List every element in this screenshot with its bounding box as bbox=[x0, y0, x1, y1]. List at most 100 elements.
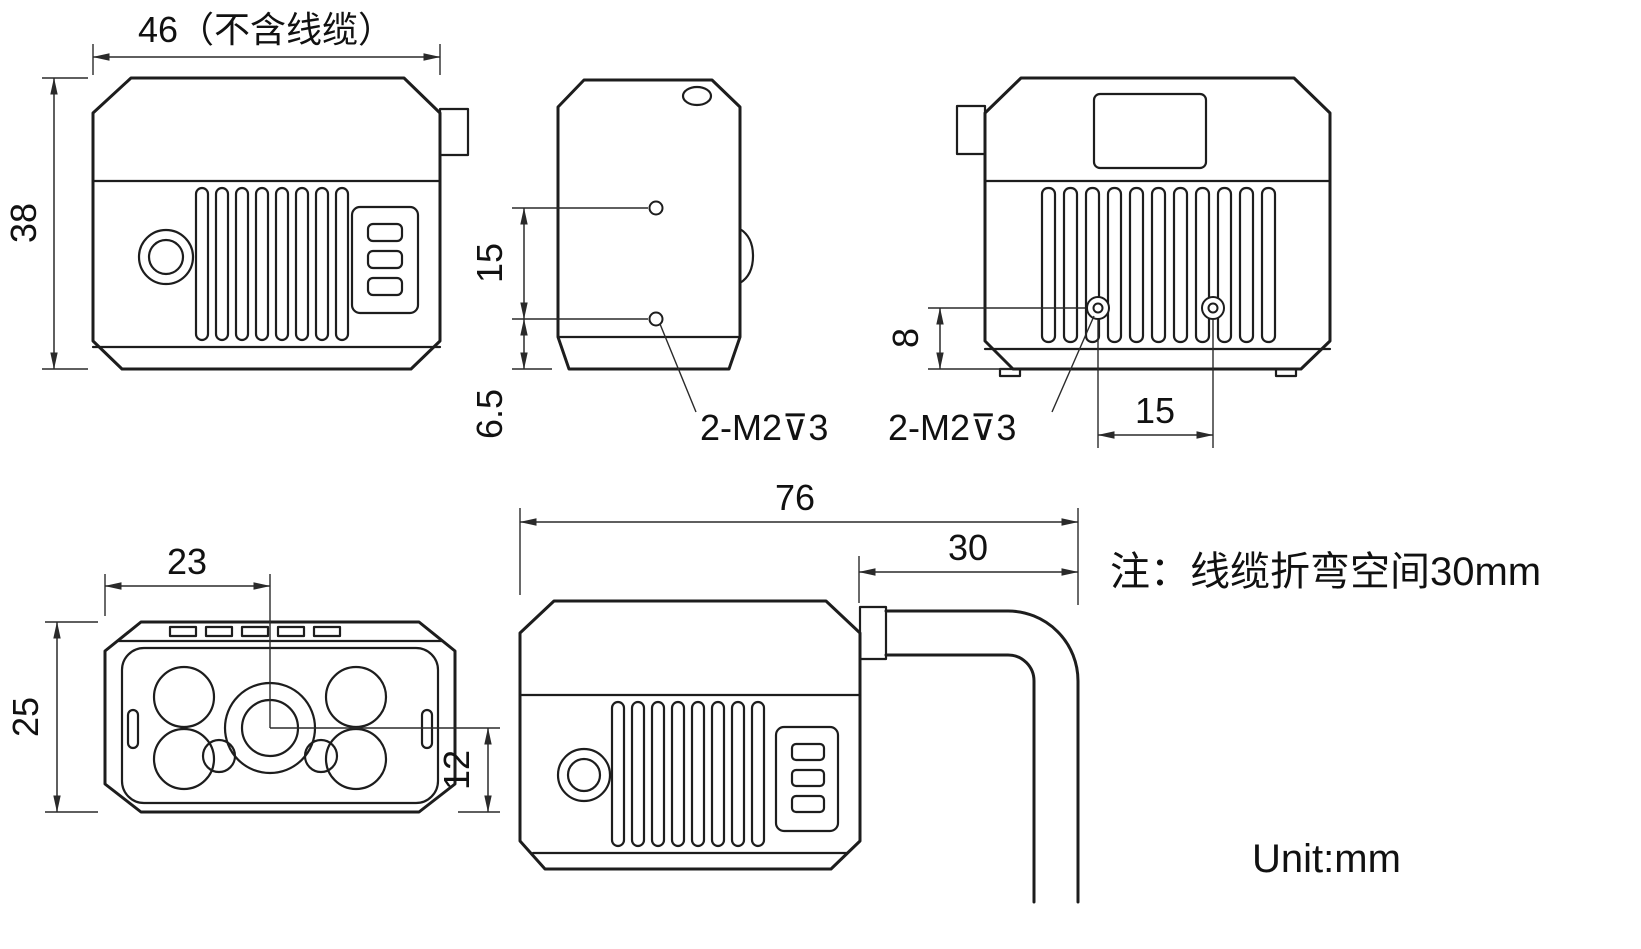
vent-slot bbox=[1128, 186, 1145, 344]
vent-slot bbox=[1238, 186, 1255, 344]
dim-width-label: 46（不含线缆） bbox=[138, 9, 394, 50]
illuminator-led bbox=[324, 727, 388, 791]
indicator-windows bbox=[168, 625, 342, 638]
dim-hole-spacing-label: 15 bbox=[1135, 390, 1175, 431]
unit-label: Unit:mm bbox=[1252, 837, 1401, 881]
foot bbox=[998, 367, 1022, 378]
housing-outline bbox=[983, 76, 1332, 371]
notes: 注：线缆折弯空间30mm Unit:mm bbox=[1110, 550, 1541, 881]
dim-face-height-label: 25 bbox=[5, 697, 46, 737]
vent-slot bbox=[1084, 186, 1101, 344]
thumbscrew-inner bbox=[566, 757, 602, 793]
view-top: 15 6.5 2-M2⊽3 bbox=[469, 78, 828, 448]
illuminator-led bbox=[324, 665, 388, 729]
thread-callout: 2-M2⊽3 bbox=[888, 407, 1016, 448]
thumbscrew-outer bbox=[556, 747, 612, 803]
dim-bend-space-label: 30 bbox=[948, 527, 988, 568]
mount-hole bbox=[648, 200, 664, 216]
mount-hole-center bbox=[1092, 302, 1104, 314]
dim-lens-x-label: 23 bbox=[167, 541, 207, 582]
fin bbox=[630, 700, 646, 848]
housing-outline bbox=[91, 76, 442, 371]
thread-callout: 2-M2⊽3 bbox=[700, 407, 828, 448]
mount-hole-center bbox=[1207, 302, 1219, 314]
connector-slot bbox=[366, 276, 404, 297]
dim-height-label: 38 bbox=[3, 203, 44, 243]
side-slot bbox=[420, 708, 434, 750]
connector-slot bbox=[790, 742, 826, 762]
vent-slot bbox=[1216, 186, 1233, 344]
illuminator-led bbox=[152, 727, 216, 791]
rear-window bbox=[1092, 92, 1208, 170]
top-port-hole bbox=[681, 85, 713, 107]
fin bbox=[214, 186, 230, 342]
vent-slot bbox=[1172, 186, 1189, 344]
housing-outline bbox=[518, 599, 862, 871]
vent-slot bbox=[1062, 186, 1079, 344]
indicator-window bbox=[276, 625, 306, 638]
leader-line bbox=[659, 323, 697, 413]
fin bbox=[710, 700, 726, 848]
connector-slot bbox=[366, 249, 404, 270]
thumbscrew-outer bbox=[137, 228, 195, 286]
cable-bend-note: 注：线缆折弯空间30mm bbox=[1110, 550, 1541, 594]
dim-hole-bottom-label: 8 bbox=[885, 328, 926, 348]
vent-slots bbox=[1040, 186, 1277, 344]
vent-slot bbox=[1194, 186, 1211, 344]
foot bbox=[1274, 367, 1298, 378]
fin bbox=[690, 700, 706, 848]
fin bbox=[274, 186, 290, 342]
vent-slot bbox=[1150, 186, 1167, 344]
vent-slot bbox=[1040, 186, 1057, 344]
fin bbox=[194, 186, 210, 342]
cable-inner-edge bbox=[884, 653, 1036, 904]
vent-slot bbox=[1260, 186, 1277, 344]
connector-slot bbox=[790, 768, 826, 788]
vent-slot bbox=[1106, 186, 1123, 344]
fin bbox=[670, 700, 686, 848]
dim-total-length-label: 76 bbox=[775, 477, 815, 518]
indicator-window bbox=[240, 625, 270, 638]
aimer-led bbox=[201, 738, 237, 774]
connector-block bbox=[350, 205, 420, 315]
fin bbox=[610, 700, 626, 848]
view-face: 23 25 12 bbox=[5, 541, 500, 814]
fin bbox=[254, 186, 270, 342]
thumbscrew-inner bbox=[147, 238, 185, 276]
housing-outline bbox=[103, 620, 457, 814]
leader-line bbox=[1051, 315, 1095, 413]
front-window-frame bbox=[120, 646, 440, 805]
fin bbox=[650, 700, 666, 848]
view-front: 46（不含线缆） 38 bbox=[3, 9, 470, 371]
dim-edge-offset-label: 6.5 bbox=[469, 389, 510, 439]
connector-block bbox=[774, 725, 840, 833]
cable-stub bbox=[955, 104, 987, 156]
view-side-cable: 76 30 bbox=[518, 477, 1080, 904]
cable-gland bbox=[858, 605, 888, 661]
fin bbox=[334, 186, 350, 342]
illuminator-led bbox=[152, 665, 216, 729]
connector-slot bbox=[366, 222, 404, 243]
dim-lens-y-label: 12 bbox=[436, 750, 477, 790]
cable-stub bbox=[438, 107, 470, 157]
housing-outline bbox=[556, 78, 742, 371]
fin bbox=[750, 700, 766, 848]
fin bbox=[314, 186, 330, 342]
dim-hole-spacing-label: 15 bbox=[469, 243, 510, 283]
fin bbox=[234, 186, 250, 342]
view-back: 8 15 2-M2⊽3 bbox=[885, 76, 1332, 448]
indicator-window bbox=[204, 625, 234, 638]
fin bbox=[730, 700, 746, 848]
heatsink-fins bbox=[610, 700, 766, 848]
side-bump bbox=[738, 227, 755, 285]
mount-hole bbox=[648, 311, 664, 327]
fin bbox=[294, 186, 310, 342]
aimer-led bbox=[303, 738, 339, 774]
cable-outer-edge bbox=[884, 609, 1080, 904]
indicator-window bbox=[312, 625, 342, 638]
connector-slot bbox=[790, 794, 826, 814]
side-slot bbox=[126, 708, 140, 750]
heatsink-fins bbox=[194, 186, 350, 342]
